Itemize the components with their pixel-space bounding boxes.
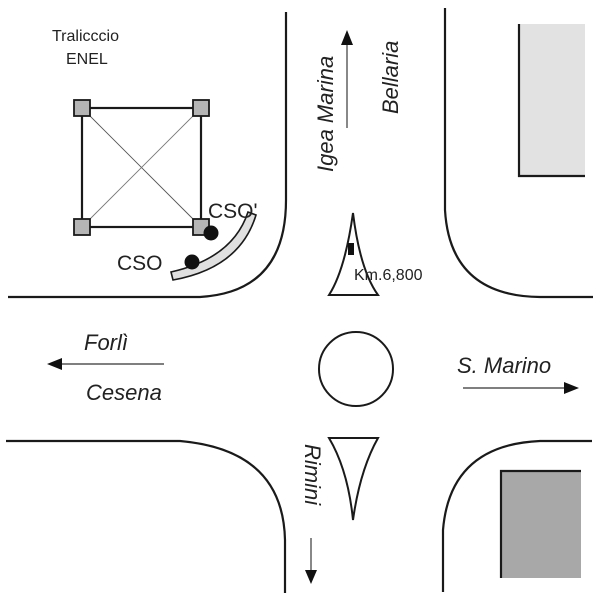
road-edge-southeast bbox=[441, 439, 592, 592]
building-southeast bbox=[501, 471, 581, 578]
tower-corner-sw bbox=[73, 218, 91, 236]
traffic-island-north bbox=[327, 212, 380, 296]
road-edge-northwest bbox=[8, 12, 288, 299]
arrow-east-icon bbox=[564, 382, 579, 394]
direction-east-label: S. Marino bbox=[457, 353, 551, 378]
direction-east: S. Marino bbox=[457, 353, 579, 394]
km-marker bbox=[348, 243, 354, 255]
power-tower bbox=[73, 99, 210, 236]
arrow-west-icon bbox=[47, 358, 62, 370]
building-northeast bbox=[519, 24, 585, 176]
tower-corner-ne bbox=[192, 99, 210, 117]
arrow-south-icon bbox=[305, 570, 317, 584]
direction-west: Forlì Cesena bbox=[47, 330, 164, 405]
km-marker-label: Km.6,800 bbox=[354, 267, 423, 284]
tower-label-line2: ENEL bbox=[66, 51, 108, 68]
traffic-island-south bbox=[327, 437, 380, 521]
road-edge-southwest bbox=[6, 439, 287, 593]
tower-label-line1: Tralicccio bbox=[52, 28, 119, 45]
direction-north-label-2: Bellaria bbox=[378, 41, 403, 114]
direction-west-label-1: Forlì bbox=[84, 330, 128, 355]
direction-north: Igea Marina Bellaria bbox=[313, 30, 403, 172]
cso-prime-label: CSO' bbox=[208, 200, 258, 223]
cso-label: CSO bbox=[117, 252, 163, 275]
tower-corner-nw bbox=[73, 99, 91, 117]
cso-point bbox=[184, 254, 200, 270]
direction-west-label-2: Cesena bbox=[86, 380, 162, 405]
direction-south-label: Rimini bbox=[300, 444, 325, 506]
roundabout bbox=[318, 331, 394, 407]
arrow-north-icon bbox=[341, 30, 353, 45]
cso-prime-point bbox=[203, 225, 219, 241]
direction-south: Rimini bbox=[300, 444, 325, 584]
building-northeast-outline bbox=[517, 24, 585, 178]
building-southeast-outline bbox=[499, 469, 581, 578]
direction-north-label-1: Igea Marina bbox=[313, 56, 338, 172]
road-edge-northeast bbox=[443, 8, 593, 299]
